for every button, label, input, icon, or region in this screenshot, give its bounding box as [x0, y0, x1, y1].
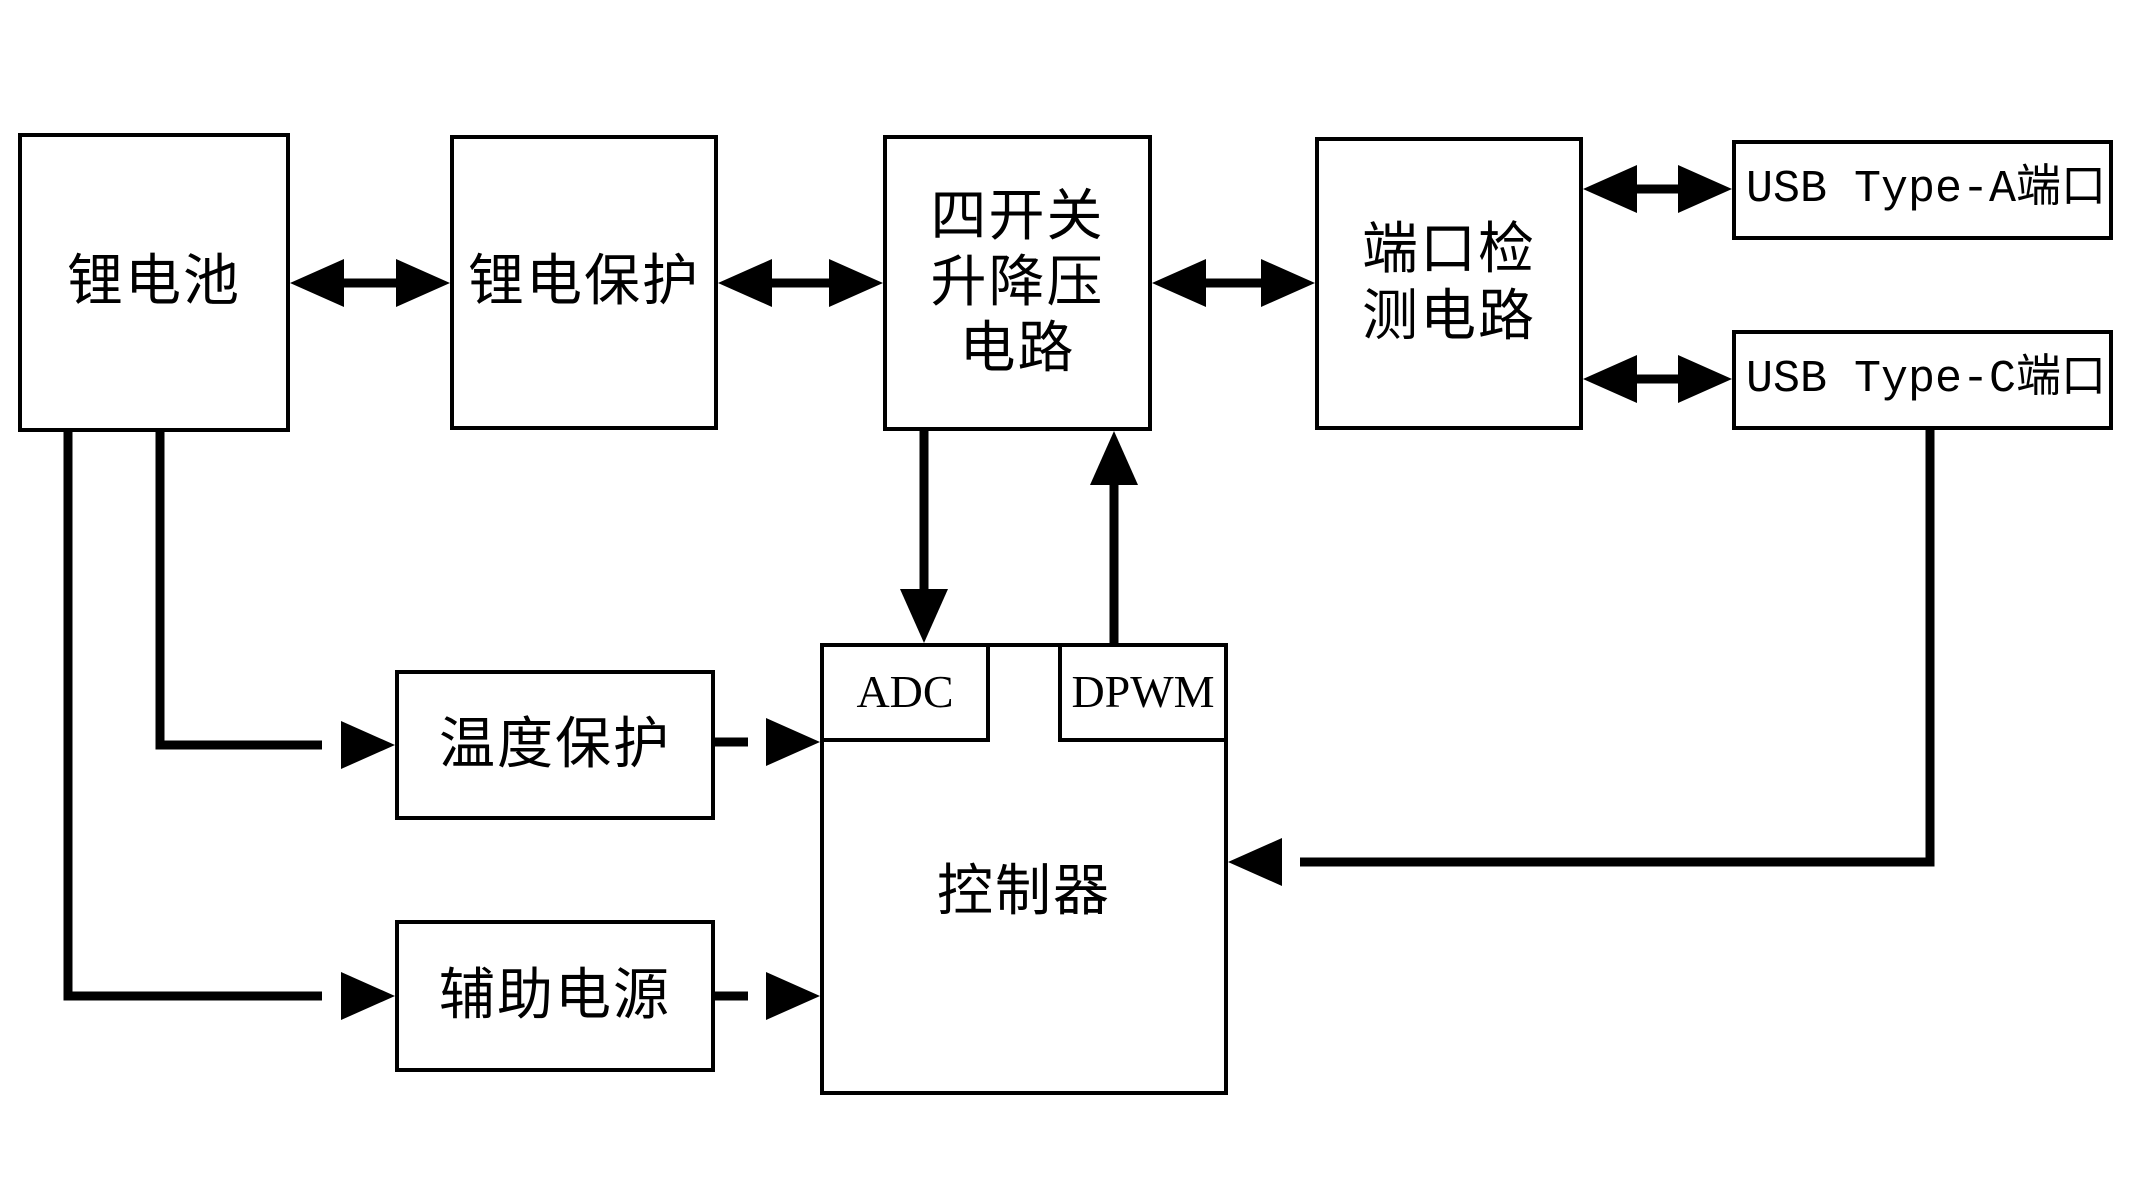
block-adc[interactable]: ADC: [820, 643, 990, 742]
block-dpwm-label: DPWM: [1071, 666, 1215, 718]
block-controller-label: 控制器: [937, 861, 1111, 923]
block-usb-type-a-port[interactable]: USB Type-A端口: [1732, 140, 2113, 240]
block-buck-boost-line-1: 四开关: [930, 185, 1105, 248]
block-usb-type-c-label: USB Type-C端口: [1746, 354, 2107, 406]
connector-battery-protection-to-buck-boost: [718, 259, 883, 307]
block-usb-type-a-label: USB Type-A端口: [1746, 164, 2107, 216]
connector-battery-to-auxiliary-power: [63, 432, 395, 1020]
connector-temperature-protection-to-controller: [715, 718, 820, 766]
connector-buck-boost-to-port-detect: [1152, 259, 1315, 307]
connector-port-detect-to-usb-c: [1583, 355, 1732, 403]
block-temperature-protection-label: 温度保护: [439, 713, 671, 776]
block-auxiliary-power[interactable]: 辅助电源: [395, 920, 715, 1072]
block-port-detect-line-1: 端口检: [1362, 219, 1536, 282]
block-adc-label: ADC: [856, 666, 954, 718]
block-auxiliary-power-label: 辅助电源: [439, 964, 671, 1027]
connector-auxiliary-power-to-controller: [715, 972, 820, 1020]
block-battery[interactable]: 锂电池: [18, 133, 290, 432]
block-buck-boost-line-3: 电路: [959, 318, 1076, 381]
block-port-detection-circuit[interactable]: 端口检 测电路: [1315, 137, 1583, 430]
connector-buck-boost-to-adc: [900, 431, 948, 643]
block-usb-type-c-port[interactable]: USB Type-C端口: [1732, 330, 2113, 430]
block-buck-boost-circuit[interactable]: 四开关 升降压 电路: [883, 135, 1152, 431]
block-buck-boost-line-2: 升降压: [930, 251, 1105, 314]
block-dpwm[interactable]: DPWM: [1058, 643, 1228, 742]
block-temperature-protection[interactable]: 温度保护: [395, 670, 715, 820]
block-battery-label: 锂电池: [67, 251, 241, 314]
block-battery-protection[interactable]: 锂电保护: [450, 135, 718, 430]
block-battery-protection-label: 锂电保护: [468, 251, 700, 314]
connector-usb-c-to-controller: [1228, 430, 1935, 886]
connector-port-detect-to-usb-a: [1583, 165, 1732, 213]
connector-dpwm-to-buck-boost: [1090, 431, 1138, 643]
block-port-detect-line-2: 测电路: [1362, 285, 1536, 348]
connector-battery-to-battery-protection: [290, 259, 450, 307]
connector-battery-to-temperature-protection: [155, 432, 395, 769]
